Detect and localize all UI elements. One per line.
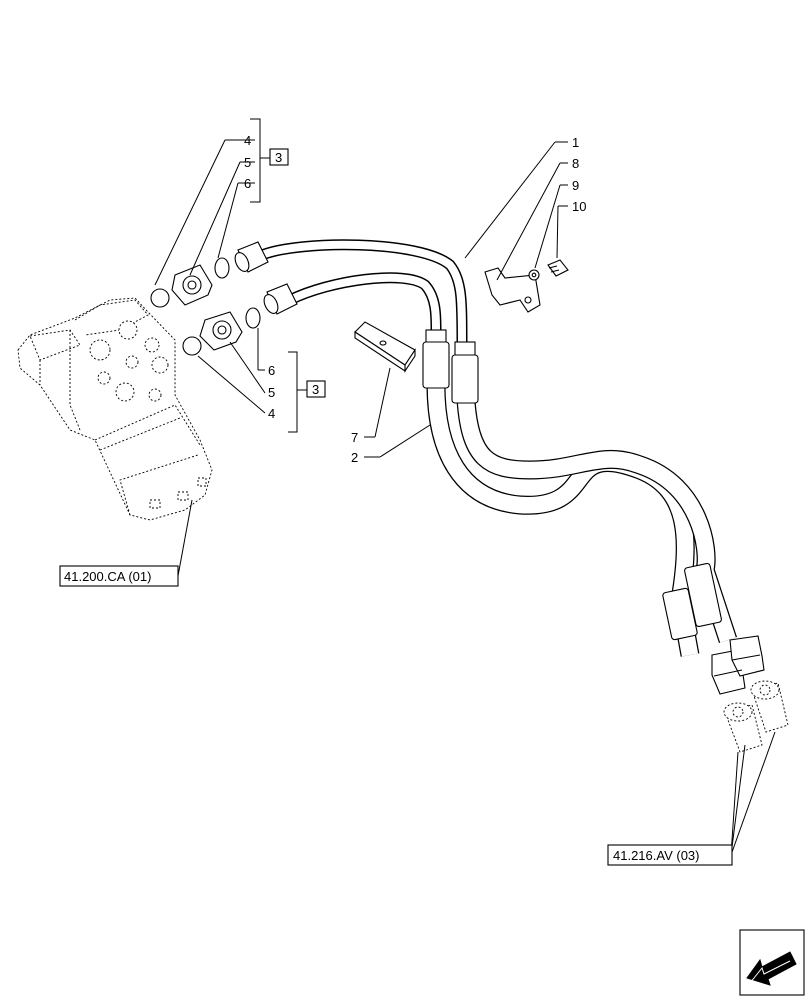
steering-unit [17,297,213,521]
callout-2: 2 [351,450,358,465]
reference-steering-unit-label: 41.200.CA (01) [64,569,151,584]
callouts: 4 5 6 3 6 5 4 3 1 8 9 10 7 2 [244,133,586,465]
callout-9: 9 [572,178,579,193]
reference-steering-unit[interactable]: 41.200.CA (01) [59,565,179,587]
callout-5-upper: 5 [244,155,251,170]
upper-ferrules [422,329,479,404]
hoses [426,384,738,657]
steering-pipes [259,239,468,346]
callout-4-upper: 4 [244,133,251,148]
leader-lines [154,118,776,856]
arrow-previous-icon[interactable] [739,929,805,996]
callout-6-upper: 6 [244,176,251,191]
callout-4-lower: 4 [268,406,275,421]
reference-cylinder-fittings-label: 41.216.AV (03) [613,848,699,863]
callout-7: 7 [351,430,358,445]
callout-1: 1 [572,135,579,150]
washer-and-bolt [528,259,569,281]
callout-3-lower: 3 [312,382,319,397]
lower-adapter-set [182,307,261,356]
clamp [484,267,541,313]
pipe-nuts [234,241,298,315]
callout-10: 10 [572,199,586,214]
callout-6-lower: 6 [268,363,275,378]
cylinder-connectors [723,680,789,753]
reference-cylinder-fittings[interactable]: 41.216.AV (03) [607,844,733,866]
upper-adapter-set [150,257,230,308]
pad [354,321,416,373]
callout-8: 8 [572,156,579,171]
callout-3-upper: 3 [275,150,282,165]
lower-ferrules [662,562,765,695]
callout-5-lower: 5 [268,385,275,400]
